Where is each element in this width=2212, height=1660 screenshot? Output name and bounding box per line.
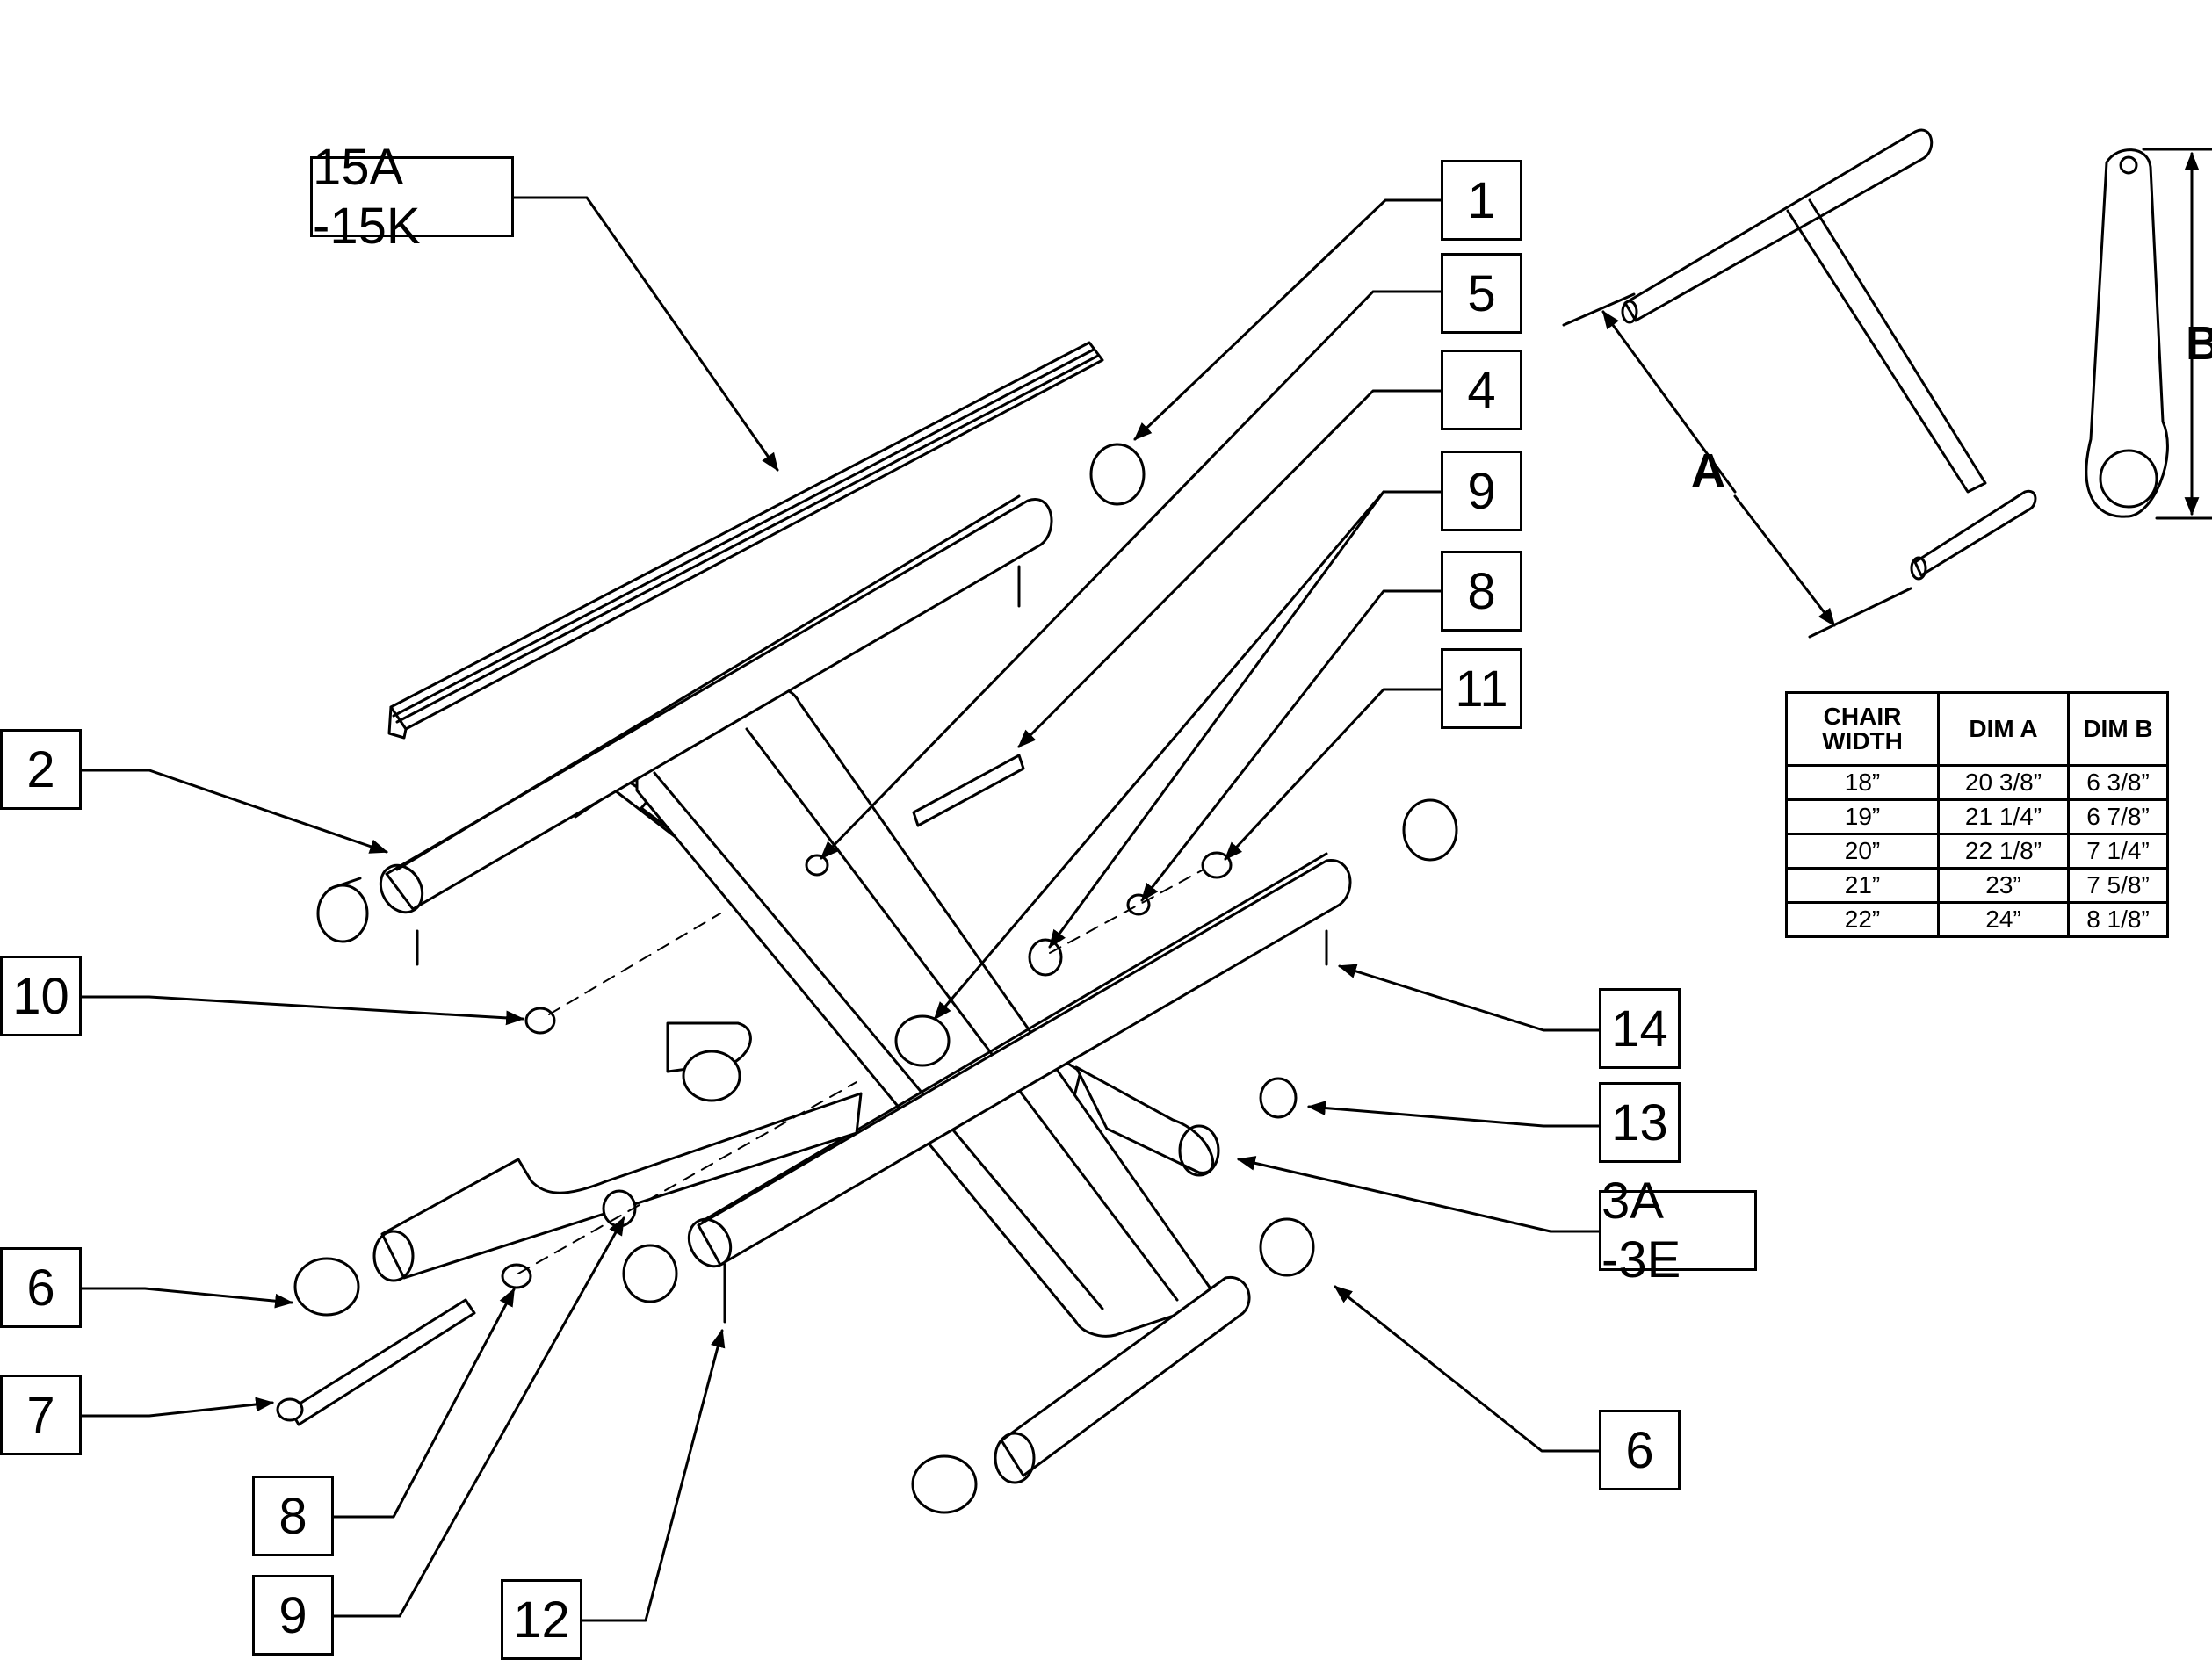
callout-13: 13 xyxy=(1599,1082,1681,1163)
callout-1: 1 xyxy=(1441,160,1522,241)
seat-rail-part xyxy=(387,341,1104,740)
table-cell: 20” xyxy=(1785,833,1940,870)
dimension-a-label: A xyxy=(1691,444,1725,497)
table-cell: 18” xyxy=(1785,764,1940,801)
fasteners xyxy=(276,565,1328,1426)
callout-11: 11 xyxy=(1441,648,1522,729)
table-row: 19” 21 1/4” 6 7/8” xyxy=(1785,798,2169,835)
table-cell: 22” xyxy=(1785,901,1940,938)
table-header-row: CHAIR WIDTH DIM A DIM B xyxy=(1785,691,2169,767)
leader-lines xyxy=(77,196,1601,1622)
callout-8-bottom: 8 xyxy=(252,1476,334,1556)
table-cell: 20 3/8” xyxy=(1937,764,2070,801)
table-cell: 21 1/4” xyxy=(1937,798,2070,835)
table-cell: 7 5/8” xyxy=(2067,867,2169,904)
right-side-tube xyxy=(622,852,1352,1303)
table-cell: 6 7/8” xyxy=(2067,798,2169,835)
table-cell: 22 1/8” xyxy=(1937,833,2070,870)
callout-10: 10 xyxy=(0,956,82,1036)
callout-6-right: 6 xyxy=(1599,1410,1681,1490)
left-side-tube xyxy=(316,494,1053,943)
callout-5: 5 xyxy=(1441,253,1522,334)
column-header: DIM B xyxy=(2067,691,2169,767)
frame-dimension-inset xyxy=(1562,128,2037,639)
bottom-crossbar xyxy=(911,1276,1251,1514)
callout-6-left: 6 xyxy=(0,1247,82,1328)
table-row: 22” 24” 8 1/8” xyxy=(1785,901,2169,938)
dimension-table: CHAIR WIDTH DIM A DIM B 18” 20 3/8” 6 3/… xyxy=(1785,691,2169,938)
table-cell: 6 3/8” xyxy=(2067,764,2169,801)
callout-7: 7 xyxy=(0,1375,82,1455)
lower-link-arm xyxy=(293,1021,863,1317)
bolt-path xyxy=(517,869,1204,1274)
table-cell: 19” xyxy=(1785,798,1940,835)
callout-9-bottom: 9 xyxy=(252,1575,334,1656)
callout-14: 14 xyxy=(1599,988,1681,1069)
table-cell: 8 1/8” xyxy=(2067,901,2169,938)
table-cell: 21” xyxy=(1785,867,1940,904)
callout-2: 2 xyxy=(0,729,82,810)
table-row: 18” 20 3/8” 6 3/8” xyxy=(1785,764,2169,801)
callout-3a-3e: 3A -3E xyxy=(1599,1173,1757,1288)
bushings xyxy=(682,443,1458,1277)
socket-arm xyxy=(1074,1065,1220,1177)
dimension-b-label: B xyxy=(2186,317,2212,370)
column-header: CHAIR WIDTH xyxy=(1785,691,1940,767)
column-header: DIM A xyxy=(1937,691,2070,767)
callout-12: 12 xyxy=(501,1579,582,1660)
callout-9-top: 9 xyxy=(1441,451,1522,531)
callout-15a-15k: 15A -15K xyxy=(310,139,514,255)
table-row: 21” 23” 7 5/8” xyxy=(1785,867,2169,904)
table-cell: 24” xyxy=(1937,901,2070,938)
callout-4: 4 xyxy=(1441,350,1522,430)
link-dimension-inset xyxy=(2085,148,2212,520)
table-row: 20” 22 1/8” 7 1/4” xyxy=(1785,833,2169,870)
table-cell: 7 1/4” xyxy=(2067,833,2169,870)
callout-8-top: 8 xyxy=(1441,551,1522,632)
table-cell: 23” xyxy=(1937,867,2070,904)
